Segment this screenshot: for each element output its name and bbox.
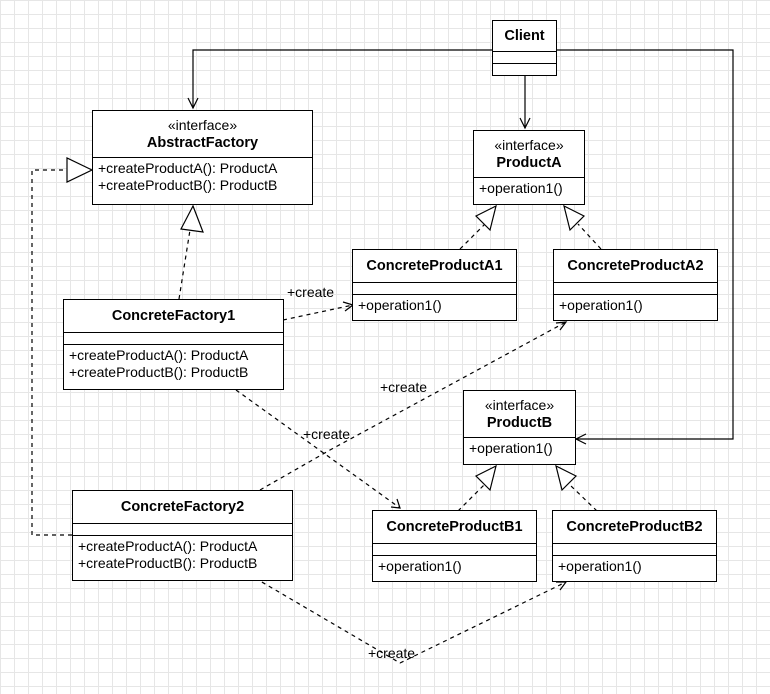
edge-a1-producta [459, 223, 486, 250]
triangle-b2-productb [555, 464, 578, 492]
class-name: ProductB [486, 414, 553, 431]
operation: +operation1() [378, 558, 462, 574]
operation: +createProductB(): ProductB [69, 364, 249, 380]
operations-section: +createProductA(): ProductA +createProdu… [93, 158, 312, 196]
class-client[interactable]: Client [492, 20, 557, 76]
triangle-cf1-abstractfactory [180, 204, 204, 233]
operation: +operation1() [479, 180, 563, 196]
edge-label-cf1-a1: +create [287, 284, 335, 300]
arrowhead-cf2-a2 [555, 321, 568, 331]
operations-section: +operation1() [474, 178, 584, 199]
class-concrete-product-a2[interactable]: ConcreteProductA2 +operation1() [553, 249, 718, 321]
stereotype-label: «interface» [494, 136, 564, 153]
arrowhead-cf2-b2 [556, 581, 568, 591]
class-concrete-product-a1[interactable]: ConcreteProductA1 +operation1() [352, 249, 517, 321]
edge-client-productb [557, 49, 734, 440]
operation: +operation1() [558, 558, 642, 574]
stereotype-label: «interface» [484, 396, 555, 413]
arrowhead-client-producta [519, 117, 531, 130]
attributes-section [493, 52, 556, 64]
class-concrete-factory2[interactable]: ConcreteFactory2 +createProductA(): Prod… [72, 490, 293, 581]
operations-section: +operation1() [353, 295, 516, 316]
class-concrete-product-b2[interactable]: ConcreteProductB2 +operation1() [552, 510, 717, 582]
class-name: ConcreteProductB2 [566, 519, 703, 535]
triangle-a2-producta [563, 204, 586, 232]
triangle-cf2-abstractfactory [66, 157, 94, 183]
edge-label-cf2-a2: +create [380, 379, 428, 395]
edge-label-cf1-b1: +create [303, 426, 351, 442]
attributes-section [353, 283, 516, 295]
edge-b1-productb [457, 484, 485, 512]
operation: +operation1() [358, 297, 442, 313]
class-abstract-factory[interactable]: «interface» AbstractFactory +createProdu… [92, 110, 313, 205]
operation: +createProductB(): ProductB [78, 555, 258, 571]
attributes-section [373, 544, 536, 556]
edge-client-abstractfactory [192, 49, 492, 108]
operation: +operation1() [559, 297, 643, 313]
class-concrete-factory1[interactable]: ConcreteFactory1 +createProductA(): Prod… [63, 299, 284, 390]
edge-cf1-abstractfactory [178, 229, 191, 300]
stereotype-label: «interface» [167, 116, 238, 133]
class-name: ConcreteProductA2 [567, 258, 704, 274]
class-name: ConcreteProductB1 [386, 519, 523, 535]
attributes-section [64, 333, 283, 345]
attributes-section [73, 524, 292, 536]
class-name: Client [504, 28, 545, 44]
operation: +createProductB(): ProductB [98, 177, 278, 193]
operation: +createProductA(): ProductA [78, 538, 258, 554]
triangle-a1-producta [474, 204, 497, 232]
arrowhead-client-abstractfactory [187, 97, 199, 110]
triangle-b1-productb [474, 464, 497, 492]
class-name: ProductA [496, 154, 562, 171]
arrowhead-cf1-b1 [390, 498, 401, 509]
arrowhead-client-productb [574, 433, 587, 445]
operation: +createProductA(): ProductA [98, 160, 278, 176]
edge-b2-productb [569, 484, 598, 512]
class-product-a[interactable]: «interface» ProductA +operation1() [473, 130, 585, 205]
operation: +createProductA(): ProductA [69, 347, 249, 363]
attributes-section [554, 283, 717, 295]
operations-section: +createProductA(): ProductA +createProdu… [73, 536, 292, 574]
operations-section: +operation1() [553, 556, 716, 577]
attributes-section [553, 544, 716, 556]
class-name: ConcreteFactory2 [120, 499, 245, 515]
edge-a2-producta [577, 223, 602, 250]
edge-label-cf2-b2: +create [368, 645, 416, 661]
class-name: AbstractFactory [146, 134, 259, 151]
edge-cf1-a1 [282, 304, 354, 321]
operations-section: +operation1() [464, 438, 575, 459]
operations-section: +createProductA(): ProductA +createProdu… [64, 345, 283, 383]
class-concrete-product-b1[interactable]: ConcreteProductB1 +operation1() [372, 510, 537, 582]
class-name: ConcreteFactory1 [111, 308, 236, 324]
class-product-b[interactable]: «interface» ProductB +operation1() [463, 390, 576, 465]
operation: +operation1() [469, 440, 553, 456]
operations-section: +operation1() [554, 295, 717, 316]
operations-section: +operation1() [373, 556, 536, 577]
class-name: ConcreteProductA1 [366, 258, 503, 274]
